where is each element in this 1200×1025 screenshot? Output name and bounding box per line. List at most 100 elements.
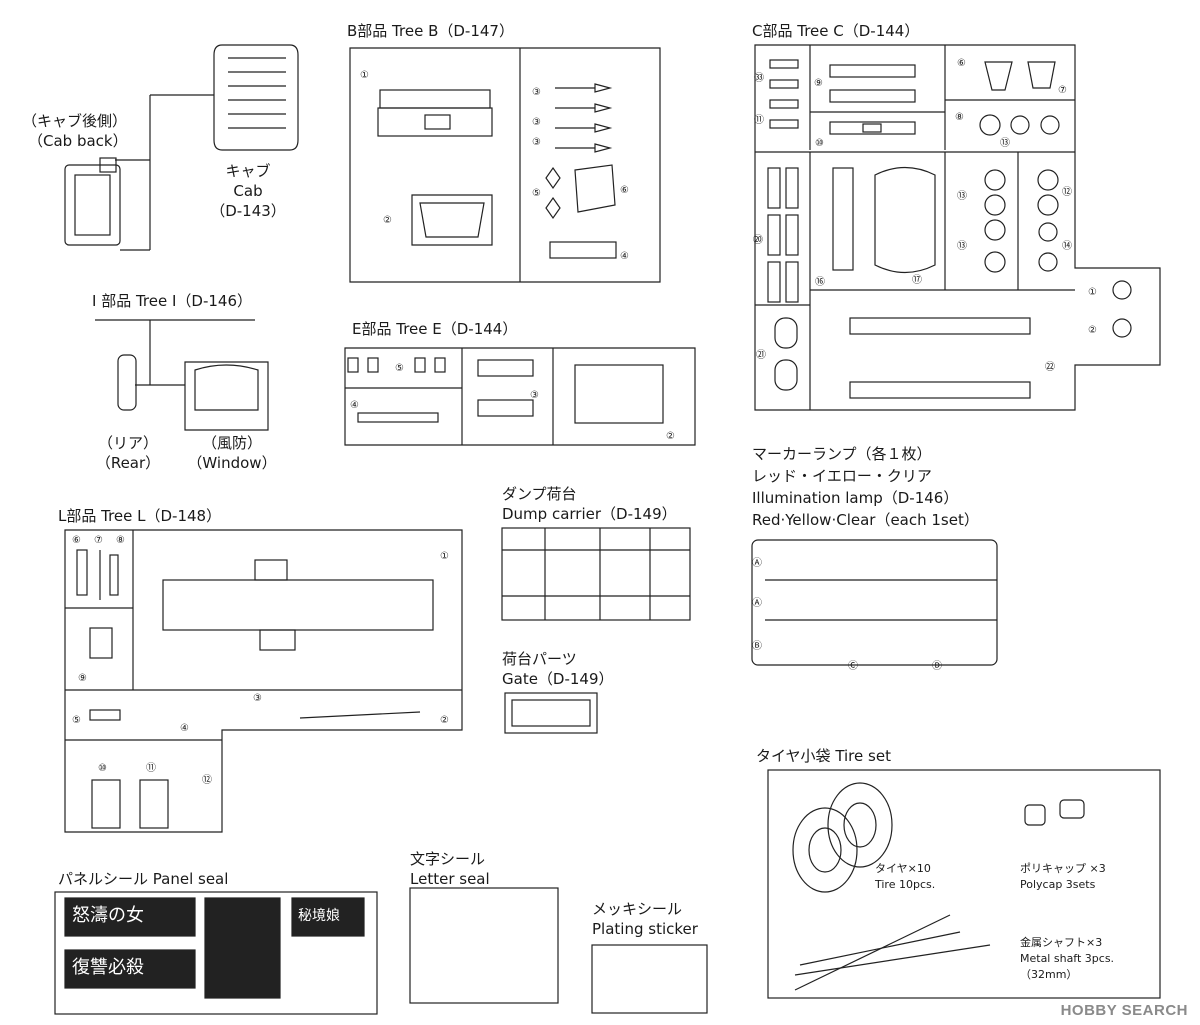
polycap-jp: ポリキャップ ×3 xyxy=(1020,862,1106,875)
part-number: ⑤ xyxy=(72,715,81,726)
part-number: ⑧ xyxy=(116,535,125,546)
tire-set-drawing xyxy=(767,769,1161,999)
part-number: Ⓐ xyxy=(752,558,762,569)
part-number: ㉑ xyxy=(756,350,766,361)
part-number: ④ xyxy=(180,723,189,734)
part-number: ② xyxy=(1088,325,1097,336)
tree-b-frame xyxy=(349,47,661,283)
tree-c-frame xyxy=(754,44,1161,411)
tire-count-en: Tire 10pcs. xyxy=(875,878,936,891)
metal-shaft-mm: （32mm） xyxy=(1020,968,1078,981)
rear-jp-label: （リア） xyxy=(97,434,158,452)
cab-back-en-label: （Cab back） xyxy=(28,132,128,150)
part-number: ⑪ xyxy=(754,115,764,126)
window-jp-label: （風防） xyxy=(201,434,262,452)
part-number: ① xyxy=(440,551,449,562)
part-number: Ⓐ xyxy=(752,598,762,609)
panel-seal-text-1: 怒濤の女 xyxy=(72,905,144,926)
part-number: ④ xyxy=(350,400,359,411)
part-number: ② xyxy=(383,215,392,226)
tree-e-title: E部品 Tree E（D-144） xyxy=(352,320,518,338)
cab-part-drawing xyxy=(64,44,299,251)
part-number: ⑫ xyxy=(1062,187,1072,198)
marker-lamp-line2: レッド・イエロー・クリア xyxy=(752,467,932,485)
tire-count-jp: タイヤ×10 xyxy=(875,862,931,875)
part-number: ⑯ xyxy=(815,277,825,288)
cab-jp-label: キャブ xyxy=(225,162,271,180)
marker-lamp-line1: マーカーランプ（各１枚） xyxy=(752,445,932,463)
metal-shaft-en: Metal shaft 3pcs. xyxy=(1020,952,1115,965)
part-number: ② xyxy=(666,431,675,442)
part-number: ⑳ xyxy=(753,235,763,246)
part-number: ③ xyxy=(530,390,539,401)
gate-jp-label: 荷台パーツ xyxy=(502,650,577,668)
part-number: ① xyxy=(1088,287,1097,298)
cab-back-jp-label: （キャブ後側） xyxy=(22,112,128,130)
marker-lamp-line4: Red·Yellow·Clear（each 1set） xyxy=(752,511,979,529)
window-en-label: （Window） xyxy=(187,454,277,472)
part-number: ① xyxy=(360,70,369,81)
part-number: ⑨ xyxy=(814,78,823,89)
marker-lamp-drawing xyxy=(751,539,998,666)
part-number: ② xyxy=(440,715,449,726)
dump-carrier-jp-label: ダンプ荷台 xyxy=(502,485,577,503)
hobby-search-watermark: HOBBY SEARCH xyxy=(1060,1002,1188,1019)
part-number: ㉝ xyxy=(754,73,764,84)
rear-en-label: （Rear） xyxy=(95,454,161,472)
tree-c-title: C部品 Tree C（D-144） xyxy=(752,22,920,40)
marker-lamp-line3: Illumination lamp（D-146） xyxy=(752,489,959,507)
tree-b-title: B部品 Tree B（D-147） xyxy=(347,22,514,40)
part-number: ⑥ xyxy=(957,58,966,69)
part-number: ⑬ xyxy=(1000,138,1010,149)
plating-sticker-en-label: Plating sticker xyxy=(592,920,698,938)
metal-shaft-jp: 金属シャフト×3 xyxy=(1020,936,1103,949)
gate-drawing xyxy=(504,692,598,734)
part-number: ⑤ xyxy=(395,363,404,374)
plating-sticker-drawing xyxy=(591,944,708,1014)
tree-i-frame xyxy=(95,319,269,431)
panel-seal-text-2: 復讐必殺 xyxy=(72,957,144,978)
part-number: Ⓓ xyxy=(932,661,942,672)
part-number: ⑫ xyxy=(202,775,212,786)
cab-code-label: （D-143） xyxy=(210,202,286,220)
part-number: ③ xyxy=(253,693,262,704)
plating-sticker-jp-label: メッキシール xyxy=(592,900,683,918)
dump-carrier-en-label: Dump carrier（D-149） xyxy=(502,505,677,523)
part-number: ④ xyxy=(620,251,629,262)
tree-l-frame xyxy=(64,529,463,833)
part-number: ⑧ xyxy=(955,112,964,123)
part-number: ⑥ xyxy=(620,185,629,196)
panel-seal-text-3: 秘境娘 xyxy=(298,908,340,924)
part-number: ⑩ xyxy=(815,138,824,149)
gate-en-label: Gate（D-149） xyxy=(502,670,614,688)
part-number: Ⓒ xyxy=(848,661,858,672)
part-number: ⑪ xyxy=(146,763,156,774)
tree-l-title: L部品 Tree L（D-148） xyxy=(58,507,222,525)
cab-en-label: Cab xyxy=(233,182,263,200)
part-number: ⑰ xyxy=(912,275,922,286)
part-number: ㉒ xyxy=(1045,362,1055,373)
letter-seal-jp-label: 文字シール xyxy=(410,850,486,868)
dump-carrier-drawing xyxy=(501,527,691,621)
part-number: ⑬ xyxy=(957,191,967,202)
tree-i-title: I 部品 Tree I（D-146） xyxy=(92,292,252,310)
part-number: ③ xyxy=(532,87,541,98)
polycap-en: Polycap 3sets xyxy=(1020,878,1096,891)
tire-set-title: タイヤ小袋 Tire set xyxy=(756,747,891,765)
part-number: ⑩ xyxy=(98,763,107,774)
part-number: ⑦ xyxy=(94,535,103,546)
part-number: ③ xyxy=(532,117,541,128)
part-number: ⑤ xyxy=(532,188,541,199)
part-number: ⑥ xyxy=(72,535,81,546)
part-number: ⑦ xyxy=(1058,85,1067,96)
letter-seal-drawing xyxy=(409,887,559,1004)
part-number: ⑭ xyxy=(1062,241,1072,252)
panel-seal-title: パネルシール Panel seal xyxy=(58,870,229,888)
part-number: Ⓑ xyxy=(752,641,762,652)
panel-seal-drawing xyxy=(54,891,378,1015)
part-number: ⑨ xyxy=(78,673,87,684)
tree-e-frame xyxy=(344,347,696,446)
letter-seal-en-label: Letter seal xyxy=(410,870,490,888)
